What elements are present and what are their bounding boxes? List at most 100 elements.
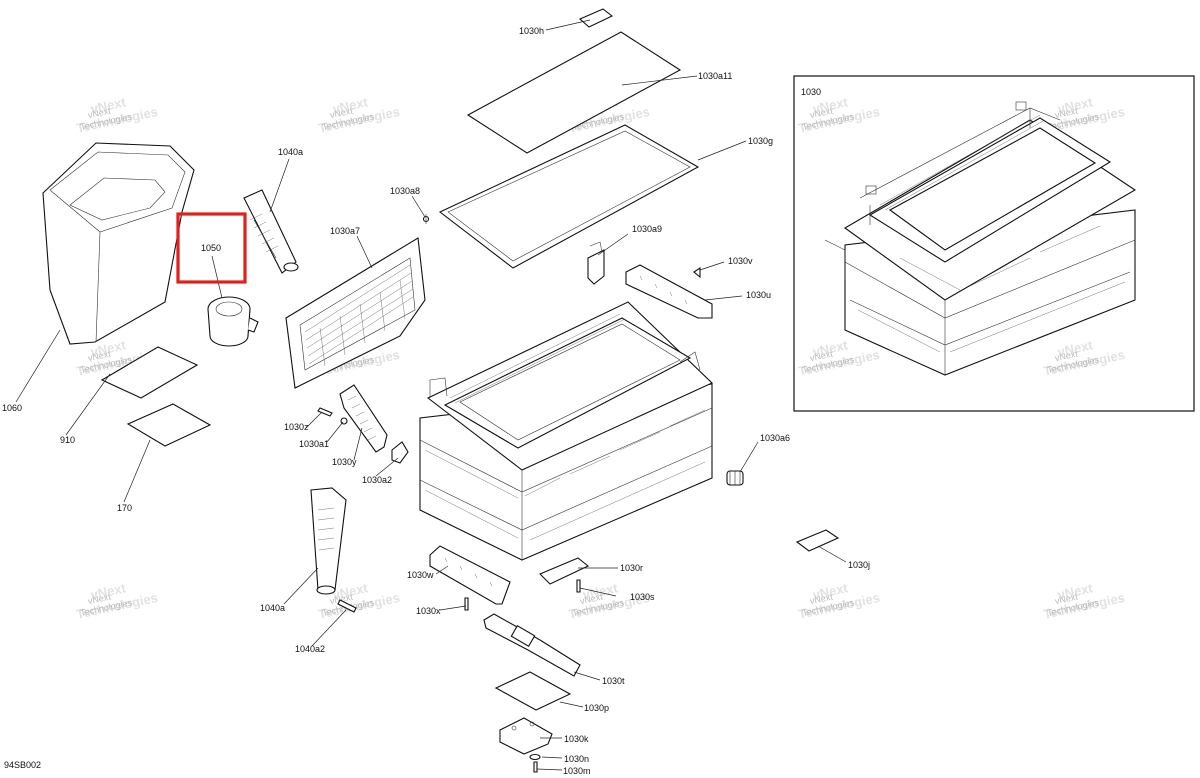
part-1030w-rail <box>429 545 511 605</box>
callout-1030n: 1030n <box>564 754 589 764</box>
part-1030s-screw <box>576 579 581 593</box>
part-1030x-screw <box>464 597 469 611</box>
part-1060-bin <box>42 142 195 345</box>
part-1030j-label <box>795 529 840 552</box>
callout-1030v: 1030v <box>728 256 753 266</box>
watermark-line1: vNext <box>809 106 834 121</box>
part-main-box <box>419 301 713 561</box>
watermark-line1: vNext <box>579 592 604 607</box>
callout-1030y: 1030y <box>332 457 357 467</box>
leader-lines <box>15 19 847 771</box>
part-1030k-bracket <box>499 717 553 755</box>
part-1030a9-latch <box>587 241 605 285</box>
watermark-shadow-line1: vNext <box>811 94 849 116</box>
watermark-line1: vNext <box>809 592 834 607</box>
part-1030y-handle <box>339 384 388 453</box>
diagram-code: 94SB002 <box>4 760 41 770</box>
watermark-line1: vNext <box>1054 592 1079 607</box>
callout-1040a2: 1040a2 <box>295 644 325 654</box>
callout-1030a9: 1030a9 <box>632 224 662 234</box>
watermark-shadow-line1: vNext <box>811 337 849 359</box>
watermark-shadow-line1: vNext <box>1056 580 1094 602</box>
watermark-shadow-line1: vNext <box>331 94 369 116</box>
callout-1030g: 1030g <box>748 136 773 146</box>
part-170-manual <box>126 403 212 447</box>
callout-1040a-bottom: 1040a <box>260 603 285 613</box>
callout-1030s: 1030s <box>630 592 655 602</box>
watermark-line1: vNext <box>1054 106 1079 121</box>
part-1030z-screw <box>317 407 333 417</box>
watermark-shadow-line1: vNext <box>811 580 849 602</box>
part-1030m-screw <box>533 761 538 773</box>
part-1030t-strap <box>483 613 581 677</box>
part-1030g-seal <box>438 124 700 269</box>
exploded-view <box>42 8 840 773</box>
part-1030v-screw <box>693 266 701 279</box>
part-1040a-top-tube <box>243 189 299 274</box>
watermark-shadow-line1: vNext <box>1056 94 1094 116</box>
watermark-line1: vNext <box>809 349 834 364</box>
part-1030a2-bracket <box>391 441 409 464</box>
part-1030n-washer <box>529 753 541 761</box>
part-1030h-plate <box>578 8 614 28</box>
watermark-shadow-line1: vNext <box>581 580 619 602</box>
callout-1030a11: 1030a11 <box>698 71 732 81</box>
inset-box-drawing <box>824 101 1137 376</box>
watermark-line1: vNext <box>1054 349 1079 364</box>
watermark-line1: vNext <box>87 592 112 607</box>
inset-label: 1030 <box>801 87 821 97</box>
watermark-shadow-line1: vNext <box>89 94 127 116</box>
callout-1030m: 1030m <box>563 766 591 776</box>
callout-1030t: 1030t <box>602 676 625 686</box>
part-1040a-bottom-tube <box>310 487 347 595</box>
callout-910: 910 <box>60 435 75 445</box>
watermark-shadow-line1: vNext <box>331 580 369 602</box>
part-1030a6-knob <box>726 470 744 486</box>
part-1040a2-screw <box>337 599 357 613</box>
watermark-shadow-line1: vNext <box>89 580 127 602</box>
part-1030a11-sheet <box>466 31 682 154</box>
callout-1030j: 1030j <box>848 560 870 570</box>
highlight-box-1050 <box>176 212 247 284</box>
part-1030u-bracket <box>625 264 713 319</box>
part-1030a8-screw <box>422 214 430 224</box>
callout-1030z: 1030z <box>284 422 309 432</box>
callout-1030a6: 1030a6 <box>760 433 790 443</box>
callout-1030x: 1030x <box>416 606 441 616</box>
callout-1030a1: 1030a1 <box>299 439 329 449</box>
callout-1030p: 1030p <box>584 703 609 713</box>
inset-assembly-1030: 1030 <box>793 75 1195 412</box>
callout-1030u: 1030u <box>746 290 771 300</box>
callout-1030h: 1030h <box>519 26 544 36</box>
watermark-line1: vNext <box>329 106 354 121</box>
part-910-manual <box>100 346 199 399</box>
watermark-shadow-line1: vNext <box>89 337 127 359</box>
callout-1050: 1050 <box>201 243 221 253</box>
callout-1060: 1060 <box>2 403 22 413</box>
watermark-line1: vNext <box>87 106 112 121</box>
callout-1030k: 1030k <box>564 734 589 744</box>
callout-1040a-top: 1040a <box>278 147 303 157</box>
callout-1030a2: 1030a2 <box>362 475 392 485</box>
watermark-shadow-line1: vNext <box>1056 337 1094 359</box>
callout-labels: 1030h 1030a11 1030g 1030a8 1030a7 1030a9… <box>2 26 870 776</box>
part-1050-cup <box>207 296 259 347</box>
part-1030p-plate <box>494 671 572 711</box>
part-1030r-latch <box>539 557 590 585</box>
callout-1030a7: 1030a7 <box>330 226 360 236</box>
callout-1030w: 1030w <box>407 570 434 580</box>
watermark-line1: vNext <box>87 349 112 364</box>
callout-170: 170 <box>117 503 132 513</box>
watermark-line1: vNext <box>329 592 354 607</box>
callout-1030r: 1030r <box>620 563 643 573</box>
